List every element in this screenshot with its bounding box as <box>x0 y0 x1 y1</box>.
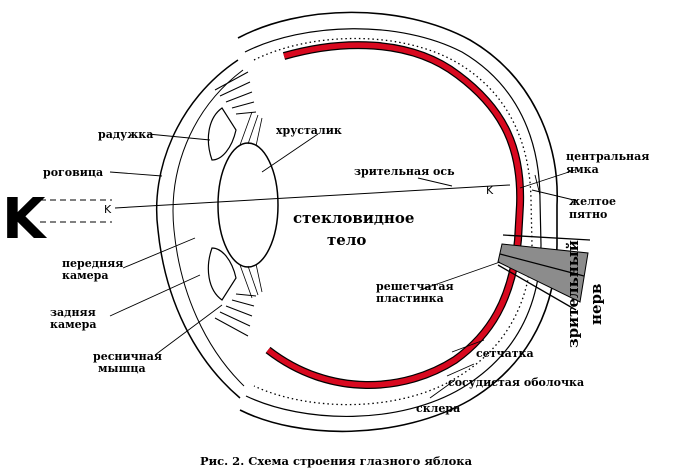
visual-axis-line <box>114 184 511 209</box>
label-visual-axis: зрительная ось <box>354 165 455 178</box>
choroid-layer <box>253 37 533 406</box>
label-lamina-2: пластинка <box>376 292 444 305</box>
letter-big: K <box>2 187 48 252</box>
label-lamina-1: решетчатая <box>376 280 454 293</box>
label-retina: сетчатка <box>476 347 534 360</box>
sclera-inner <box>244 28 542 417</box>
iris-upper <box>207 107 237 161</box>
cornea-inner <box>172 69 245 387</box>
zonule-fibers <box>239 111 263 299</box>
letter-small: K <box>104 203 112 216</box>
label-vitreous-1: стекловидное <box>293 209 414 227</box>
label-fovea-1: центральная <box>566 150 649 163</box>
label-optic-1: зрительный <box>564 240 582 348</box>
label-optic-2: нерв <box>587 284 605 325</box>
ciliary-body-upper <box>214 71 257 115</box>
label-choroid: сосудистая оболочка <box>448 376 584 389</box>
optic-nerve-sheath <box>497 234 591 311</box>
label-posterior-2: камера <box>50 318 96 331</box>
label-iris: радужка <box>98 128 153 141</box>
lens <box>217 142 279 268</box>
label-fovea-2: ямка <box>566 163 599 176</box>
label-cornea: роговица <box>43 166 103 179</box>
leader-lines <box>109 133 579 399</box>
label-sclera: склера <box>416 402 460 415</box>
cornea <box>155 59 241 399</box>
label-lens: хрусталик <box>276 124 342 137</box>
iris-lower <box>207 247 237 301</box>
label-ciliary-1: ресничная <box>93 350 162 363</box>
label-macula-2: пятно <box>569 208 607 221</box>
label-ciliary-2: мышца <box>98 362 146 375</box>
optic-nerve <box>497 243 589 303</box>
label-anterior-2: камера <box>62 269 108 282</box>
label-posterior-1: задняя <box>50 306 96 319</box>
label-vitreous-2: тело <box>327 231 366 249</box>
label-macula-1: желтое <box>569 195 616 208</box>
retina-band-fill <box>266 42 523 388</box>
label-anterior-1: передняя <box>62 257 123 270</box>
letter-retina: K <box>486 184 494 197</box>
optic-nerve-center <box>499 253 585 277</box>
sclera-outer <box>237 11 558 433</box>
ciliary-body-lower <box>214 293 257 337</box>
figure-caption: Рис. 2. Схема строения глазного яблока <box>200 454 473 468</box>
